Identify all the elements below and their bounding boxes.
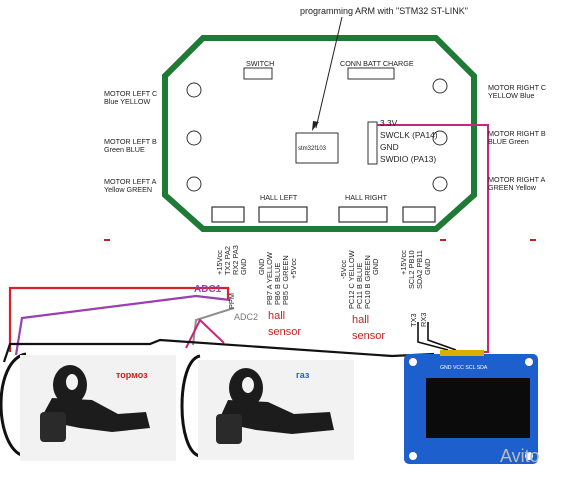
mount-hole xyxy=(432,176,448,192)
rx-wire xyxy=(427,322,457,351)
right-cable-loop xyxy=(180,354,201,458)
pin-label: GND xyxy=(239,258,248,275)
tx-wire xyxy=(417,322,449,351)
sensor-label-2: sensor xyxy=(352,330,386,342)
swd-pin: SWCLK (PA14) xyxy=(380,130,438,140)
batt-label: CONN BATT CHARGE xyxy=(340,59,414,68)
swd-pin: SWDIO (PA13) xyxy=(380,154,437,164)
switch-connector xyxy=(243,67,273,80)
mount-hole xyxy=(186,82,202,98)
ppm-label: PPM xyxy=(227,292,236,309)
grey-wire xyxy=(192,307,235,346)
mount-hole xyxy=(432,78,448,94)
gas-lever xyxy=(216,368,334,444)
oled-pin-label: GND VCC SCL SDA xyxy=(440,365,488,371)
adc2-label: ADC2 xyxy=(234,312,259,322)
switch-label: SWITCH xyxy=(246,59,275,68)
motor-left-a: MOTOR LEFT A Yellow GREEN xyxy=(104,177,157,195)
watermark: Avito xyxy=(500,446,540,466)
hall-left-label: HALL LEFT xyxy=(260,193,298,202)
adc1-label: ADC1 xyxy=(194,284,222,295)
hall-label-1: hall xyxy=(268,310,286,322)
mcu-chip xyxy=(295,132,339,164)
pin-label: GND xyxy=(371,258,380,275)
power-connector-left xyxy=(211,206,245,223)
rx3-label: RX3 xyxy=(419,312,428,327)
swd-header xyxy=(367,121,378,165)
hall-right-connector xyxy=(338,206,388,223)
oled-display xyxy=(404,350,538,464)
programming-note: programming ARM with "STM32 ST-LINK" xyxy=(300,6,468,16)
hall-right-label: HALL RIGHT xyxy=(345,193,388,202)
motor-left-c: MOTOR LEFT C Blue YELLOW xyxy=(104,89,158,107)
brake-lever xyxy=(40,365,150,442)
motor-right-c: MOTOR RIGHT C YELLOW Blue xyxy=(488,83,547,101)
mount-hole xyxy=(186,130,202,146)
hall-label-2: hall xyxy=(352,314,370,326)
pin-label: GND xyxy=(423,258,432,275)
mount-hole xyxy=(432,130,448,146)
mount-hole xyxy=(186,176,202,192)
gas-label: газ xyxy=(296,370,310,380)
motor-left-b: MOTOR LEFT B Green BLUE xyxy=(104,137,157,155)
hall-left-connector xyxy=(258,206,308,223)
left-cable-loop xyxy=(0,352,56,458)
pin-label: +5Vcc xyxy=(289,258,298,279)
power-connector-right xyxy=(402,206,436,223)
magenta-wire xyxy=(185,318,225,349)
tx3-label: TX3 xyxy=(409,313,418,327)
brake-label: тормоз xyxy=(116,370,148,380)
red-wire xyxy=(8,286,230,352)
programming-arrow xyxy=(315,16,343,129)
motor-right-b: MOTOR RIGHT B BLUE Green xyxy=(488,129,546,147)
swd-pin: GND xyxy=(380,142,399,152)
batt-connector xyxy=(347,67,395,80)
chip-label: stm32f103 xyxy=(298,146,327,152)
black-wire xyxy=(2,338,435,363)
motor-right-a: MOTOR RIGHT A GREEN Yellow xyxy=(488,175,546,193)
sensor-label-1: sensor xyxy=(268,326,302,338)
purple-wire xyxy=(14,294,231,356)
swd-pin: 3.3V xyxy=(380,118,398,128)
